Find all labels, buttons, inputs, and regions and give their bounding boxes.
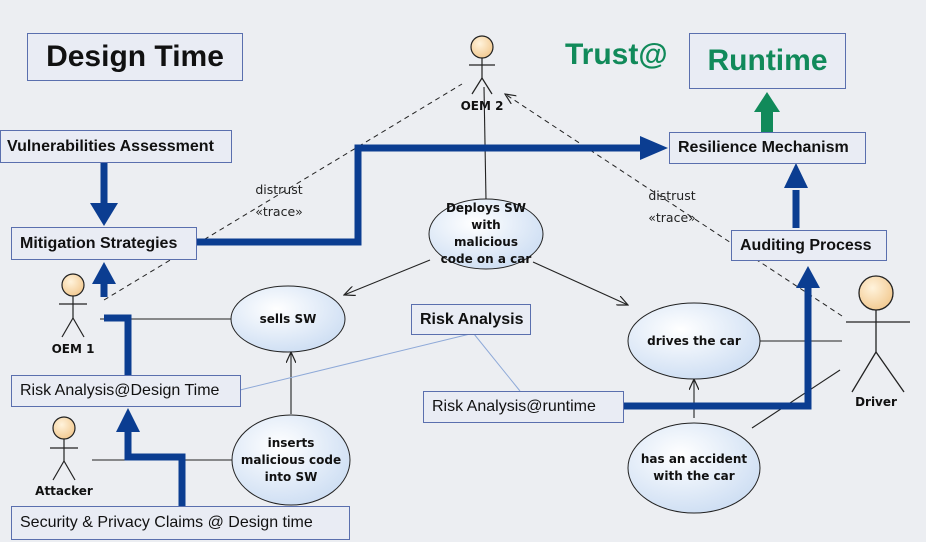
flow-arrow-heads bbox=[90, 136, 820, 432]
accident-use-case bbox=[627, 422, 761, 514]
distrust-left-label: distrust bbox=[255, 182, 303, 197]
deploys-to-drives-arrow bbox=[532, 261, 628, 305]
green-arrow-shaft bbox=[761, 110, 773, 132]
risk-to-runtime-link bbox=[473, 333, 521, 392]
oem2-figure bbox=[469, 35, 495, 95]
mitigation-to-resilience-arrow bbox=[197, 144, 642, 246]
risk-design-up-head bbox=[116, 408, 140, 432]
driver-label: Driver bbox=[855, 395, 897, 409]
oem1-to-risk-design-arrow bbox=[104, 314, 132, 375]
risk-analysis-runtime-box: Risk Analysis@runtime bbox=[423, 391, 624, 423]
mitigation-up-head bbox=[92, 262, 116, 284]
include-arrows bbox=[291, 259, 694, 418]
trace-driver-oem2-line bbox=[505, 94, 843, 317]
sells-use-case bbox=[230, 285, 346, 353]
attacker-figure bbox=[50, 416, 78, 481]
accident-use-case-label: has an accident with the car bbox=[640, 452, 748, 483]
flow-arrows bbox=[100, 144, 812, 506]
runtime-green-arrow bbox=[754, 92, 780, 132]
inserts-use-case-label: inserts malicious code into SW bbox=[240, 435, 342, 484]
auditing-up-head bbox=[796, 266, 820, 288]
oem1-label: OEM 1 bbox=[51, 342, 95, 356]
mitigation-strategies-box: Mitigation Strategies bbox=[11, 227, 197, 260]
risk-analysis-design-time-box: Risk Analysis@Design Time bbox=[11, 375, 241, 407]
claims-to-risk-design-arrow bbox=[124, 430, 186, 506]
vulnerabilities-assessment-box: Vulnerabilities Assessment bbox=[0, 130, 232, 163]
oem2-deploys-line bbox=[483, 86, 487, 201]
attacker-label: Attacker bbox=[35, 484, 93, 498]
oem2-label: OEM 2 bbox=[460, 99, 504, 113]
sells-use-case-label: sells SW bbox=[259, 311, 317, 326]
drives-use-case-label: drives the car bbox=[647, 333, 741, 348]
oem1-figure bbox=[59, 273, 87, 338]
deploys-use-case-label: Deploys SW with malicious code on a car bbox=[440, 201, 532, 266]
runtime-title: Runtime bbox=[689, 33, 846, 89]
auditing-process-box: Auditing Process bbox=[731, 230, 887, 261]
green-arrow-head bbox=[754, 92, 780, 112]
driver-figure bbox=[846, 275, 910, 393]
driver-accident-line bbox=[751, 369, 841, 429]
resilience-head bbox=[640, 136, 668, 160]
use-case-shapes bbox=[230, 198, 761, 514]
trace-left-label: «trace» bbox=[255, 204, 303, 219]
resilience-mechanism-box: Resilience Mechanism bbox=[669, 132, 866, 164]
resilience-up-head bbox=[784, 163, 808, 188]
trace-right-label: «trace» bbox=[648, 210, 696, 225]
inserts-use-case bbox=[231, 414, 351, 506]
trust-prefix-label: Trust@ bbox=[565, 38, 668, 71]
deploys-to-sells-arrow bbox=[344, 259, 431, 295]
runtime-to-auditing-arrow bbox=[624, 286, 812, 410]
trace-oem2-oem1-line bbox=[103, 83, 463, 301]
design-time-title: Design Time bbox=[27, 33, 243, 81]
risk-to-design-link bbox=[239, 333, 471, 391]
drives-use-case bbox=[627, 302, 761, 380]
vuln-mitigation-head bbox=[90, 203, 118, 226]
deploys-use-case bbox=[428, 198, 544, 270]
risk-analysis-links bbox=[239, 333, 521, 392]
security-privacy-claims-box: Security & Privacy Claims @ Design time bbox=[11, 506, 350, 540]
risk-analysis-box: Risk Analysis bbox=[411, 304, 531, 335]
trace-lines bbox=[103, 83, 843, 317]
distrust-right-label: distrust bbox=[648, 188, 696, 203]
